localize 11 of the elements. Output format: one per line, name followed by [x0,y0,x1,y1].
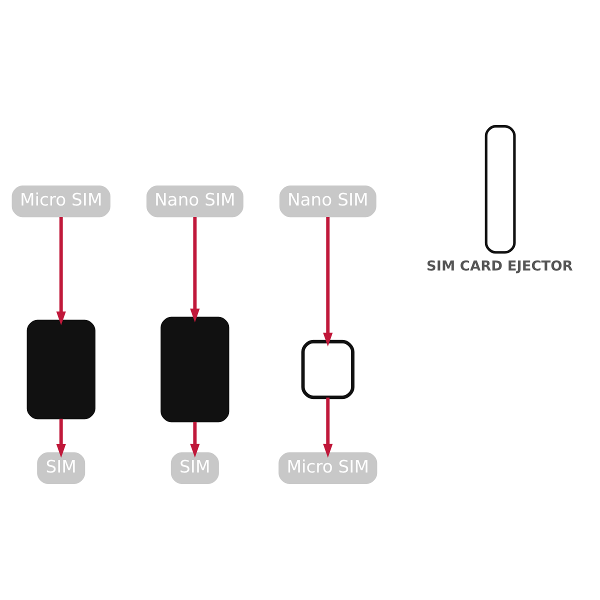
node-box [26,320,96,420]
node-box [301,340,354,400]
node-box [160,316,230,422]
arrow [190,216,200,322]
arrow [323,216,333,347]
node-label: SIM CARD EJECTOR [426,258,573,275]
node-box [484,125,516,254]
arrow [190,422,200,458]
arrow [56,418,66,458]
arrow [56,216,66,326]
arrow [323,398,333,458]
